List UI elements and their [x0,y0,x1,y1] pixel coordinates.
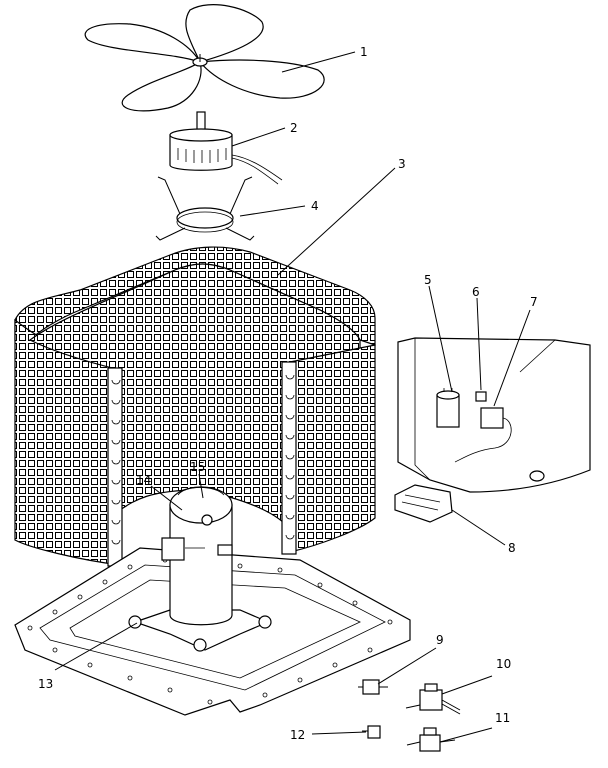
callout-3: 3 [398,157,406,171]
condenser-coil [14,246,376,567]
fan-blade [84,4,325,112]
callout-13: 13 [38,677,53,691]
callout-15: 15 [190,460,205,474]
fan-motor [169,111,283,185]
service-valve-9 [358,679,388,695]
control-panel [397,337,591,493]
callout-12: 12 [290,728,305,742]
relay [475,391,487,402]
leader-lines [54,51,531,743]
capacitor [436,388,460,428]
callout-7: 7 [530,295,538,309]
callout-6: 6 [472,285,480,299]
terminal-block [394,484,453,523]
callout-8: 8 [508,541,516,555]
service-valve-10 [405,683,461,715]
callout-1: 1 [360,45,368,59]
motor-mount-bracket [155,176,255,241]
callout-labels: 1 2 3 4 5 6 7 8 9 10 11 12 13 14 15 [38,45,538,742]
callout-10: 10 [496,657,511,671]
fitting-12 [362,725,381,739]
callout-9: 9 [436,633,444,647]
callout-14: 14 [136,473,151,487]
contactor [454,407,512,463]
callout-4: 4 [311,199,319,213]
callout-11: 11 [495,711,510,725]
callout-5: 5 [424,273,432,287]
service-valve-11 [406,727,456,752]
callout-2: 2 [290,121,298,135]
compressor [128,486,272,652]
